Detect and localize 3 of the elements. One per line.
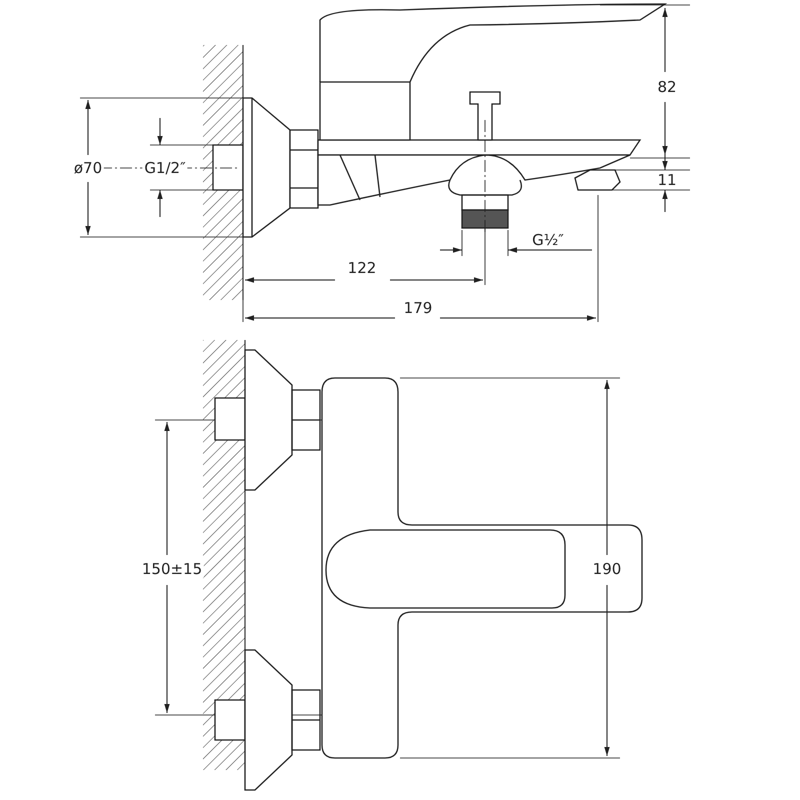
dimension-label: ø70 (72, 160, 104, 176)
dimension-label: G1/2″ (142, 160, 188, 176)
dimension-label: G½″ (530, 232, 566, 248)
